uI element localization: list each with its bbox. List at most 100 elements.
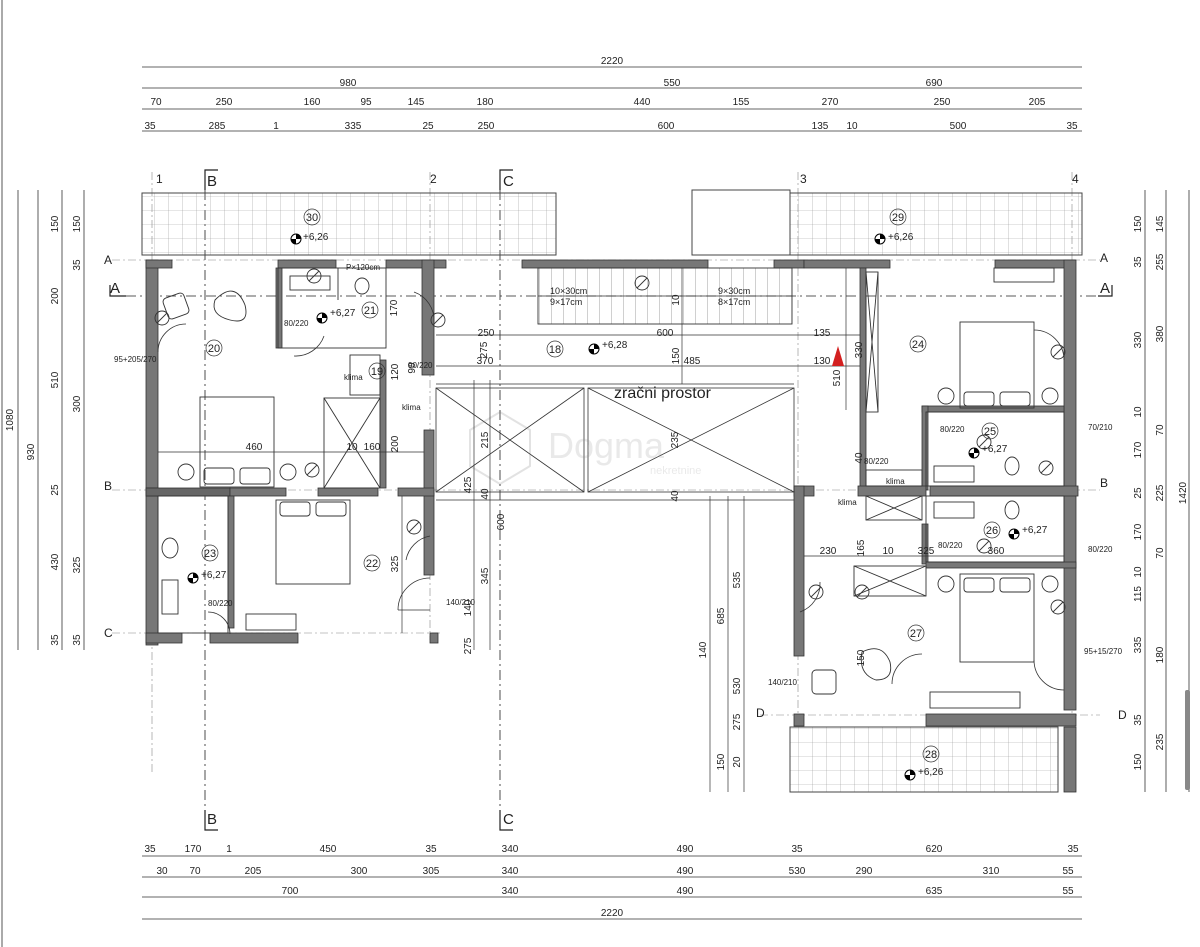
svg-text:20: 20 bbox=[208, 343, 220, 355]
svg-text:Dogma: Dogma bbox=[548, 425, 665, 466]
svg-text:80/220: 80/220 bbox=[208, 599, 233, 608]
svg-text:22: 22 bbox=[366, 558, 378, 570]
svg-text:+6,27: +6,27 bbox=[330, 308, 356, 319]
svg-text:25: 25 bbox=[984, 426, 996, 438]
walls bbox=[145, 259, 1079, 793]
svg-text:530: 530 bbox=[789, 866, 806, 877]
void-area bbox=[435, 383, 795, 501]
svg-text:35: 35 bbox=[50, 634, 61, 646]
svg-text:535: 535 bbox=[732, 571, 743, 588]
elev-marker-26: +6,27 bbox=[1008, 525, 1048, 540]
elev-marker-28: +6,26 bbox=[904, 767, 944, 781]
room-21: 21 bbox=[361, 301, 379, 319]
top-dimensions bbox=[142, 66, 1082, 132]
svg-text:A: A bbox=[110, 280, 120, 297]
svg-text:150: 150 bbox=[671, 347, 682, 364]
room-25: 25 bbox=[981, 422, 999, 440]
svg-text:10: 10 bbox=[1133, 566, 1144, 578]
svg-text:18: 18 bbox=[549, 344, 561, 356]
svg-text:+6,27: +6,27 bbox=[201, 570, 227, 581]
scrollbar-thumb[interactable] bbox=[1185, 690, 1190, 790]
svg-text:530: 530 bbox=[732, 677, 743, 694]
svg-text:430: 430 bbox=[50, 553, 61, 570]
svg-text:200: 200 bbox=[390, 435, 401, 452]
svg-text:345: 345 bbox=[480, 567, 491, 584]
svg-text:500: 500 bbox=[950, 121, 967, 132]
svg-text:B: B bbox=[207, 811, 217, 828]
svg-text:140/210: 140/210 bbox=[446, 598, 475, 607]
svg-text:25: 25 bbox=[422, 121, 434, 132]
svg-text:135: 135 bbox=[812, 121, 829, 132]
svg-text:B: B bbox=[104, 479, 112, 493]
svg-text:A: A bbox=[104, 253, 112, 267]
svg-text:370: 370 bbox=[477, 356, 494, 367]
bottom-dim-labels: 35 170 1 450 35 340 490 35 620 35 30 70 … bbox=[144, 844, 1079, 919]
interior-dim-lines bbox=[158, 268, 1064, 792]
svg-text:P×120cm: P×120cm bbox=[346, 263, 380, 272]
svg-text:440: 440 bbox=[634, 97, 651, 108]
svg-text:70: 70 bbox=[150, 97, 162, 108]
room-22: 22 bbox=[363, 554, 381, 572]
svg-text:270: 270 bbox=[822, 97, 839, 108]
terrace-29 bbox=[691, 189, 1083, 256]
svg-text:70: 70 bbox=[1155, 547, 1166, 559]
dim-total-bottom: 2220 bbox=[601, 908, 624, 919]
svg-text:980: 980 bbox=[340, 78, 357, 89]
svg-text:255: 255 bbox=[1155, 253, 1166, 270]
right-dim-labels: 1420 145 255 380 70 225 70 180 235 150 3… bbox=[1133, 215, 1189, 770]
door-tags: 80/220 80/220 70/210 140/210 90/220 80/2… bbox=[114, 319, 1123, 687]
svg-text:95+205/270: 95+205/270 bbox=[114, 355, 157, 364]
svg-text:115: 115 bbox=[1133, 586, 1144, 602]
svg-text:340: 340 bbox=[502, 866, 519, 877]
svg-text:140: 140 bbox=[463, 599, 474, 616]
svg-text:C: C bbox=[104, 626, 113, 640]
svg-text:635: 635 bbox=[926, 886, 943, 897]
svg-text:600: 600 bbox=[496, 513, 507, 530]
svg-text:335: 335 bbox=[1133, 636, 1144, 653]
svg-text:35: 35 bbox=[144, 121, 156, 132]
svg-text:300: 300 bbox=[351, 866, 368, 877]
svg-text:250: 250 bbox=[934, 97, 951, 108]
svg-text:180: 180 bbox=[1155, 646, 1166, 663]
svg-text:80/220: 80/220 bbox=[940, 425, 965, 434]
svg-text:B: B bbox=[1100, 476, 1108, 490]
svg-text:35: 35 bbox=[72, 634, 83, 646]
svg-text:335: 335 bbox=[345, 121, 362, 132]
svg-text:29: 29 bbox=[892, 212, 904, 224]
svg-text:305: 305 bbox=[423, 866, 440, 877]
terrace-30 bbox=[141, 192, 557, 256]
svg-text:90/220: 90/220 bbox=[408, 361, 433, 370]
svg-text:160: 160 bbox=[304, 97, 321, 108]
svg-text:8×17cm: 8×17cm bbox=[718, 297, 750, 307]
section-labels: B C B C A A bbox=[110, 173, 1110, 828]
svg-text:340: 340 bbox=[502, 886, 519, 897]
room-27: 27 bbox=[907, 624, 925, 642]
left-dim-labels: 1080 930 150 200 510 25 430 35 150 35 30… bbox=[5, 215, 83, 645]
svg-text:275: 275 bbox=[463, 637, 474, 654]
svg-text:2: 2 bbox=[430, 172, 437, 186]
svg-text:425: 425 bbox=[463, 476, 474, 493]
svg-text:70: 70 bbox=[1155, 424, 1166, 436]
svg-text:24: 24 bbox=[912, 339, 924, 351]
svg-text:35: 35 bbox=[1133, 714, 1144, 726]
svg-text:10: 10 bbox=[1133, 406, 1144, 418]
svg-text:+6,28: +6,28 bbox=[602, 340, 628, 351]
svg-text:150: 150 bbox=[1133, 215, 1144, 232]
elev-marker-21: +6,27 bbox=[316, 308, 356, 324]
svg-text:155: 155 bbox=[733, 97, 750, 108]
svg-text:70: 70 bbox=[189, 866, 201, 877]
left-dimensions bbox=[17, 190, 85, 650]
dim-total-top: 2220 bbox=[601, 56, 624, 67]
svg-text:19: 19 bbox=[371, 366, 383, 378]
top-dim-labels: 2220 980 550 690 70 250 160 95 145 180 4… bbox=[144, 56, 1078, 132]
svg-text:360: 360 bbox=[988, 546, 1005, 557]
svg-text:55: 55 bbox=[1062, 866, 1074, 877]
bottom-dimensions bbox=[142, 855, 1082, 920]
light-fixtures bbox=[154, 268, 1066, 615]
svg-text:150: 150 bbox=[856, 649, 867, 666]
elev-marker-18: +6,28 bbox=[588, 340, 628, 355]
svg-text:275: 275 bbox=[479, 341, 490, 358]
svg-text:B: B bbox=[207, 173, 217, 190]
svg-text:150: 150 bbox=[50, 215, 61, 232]
